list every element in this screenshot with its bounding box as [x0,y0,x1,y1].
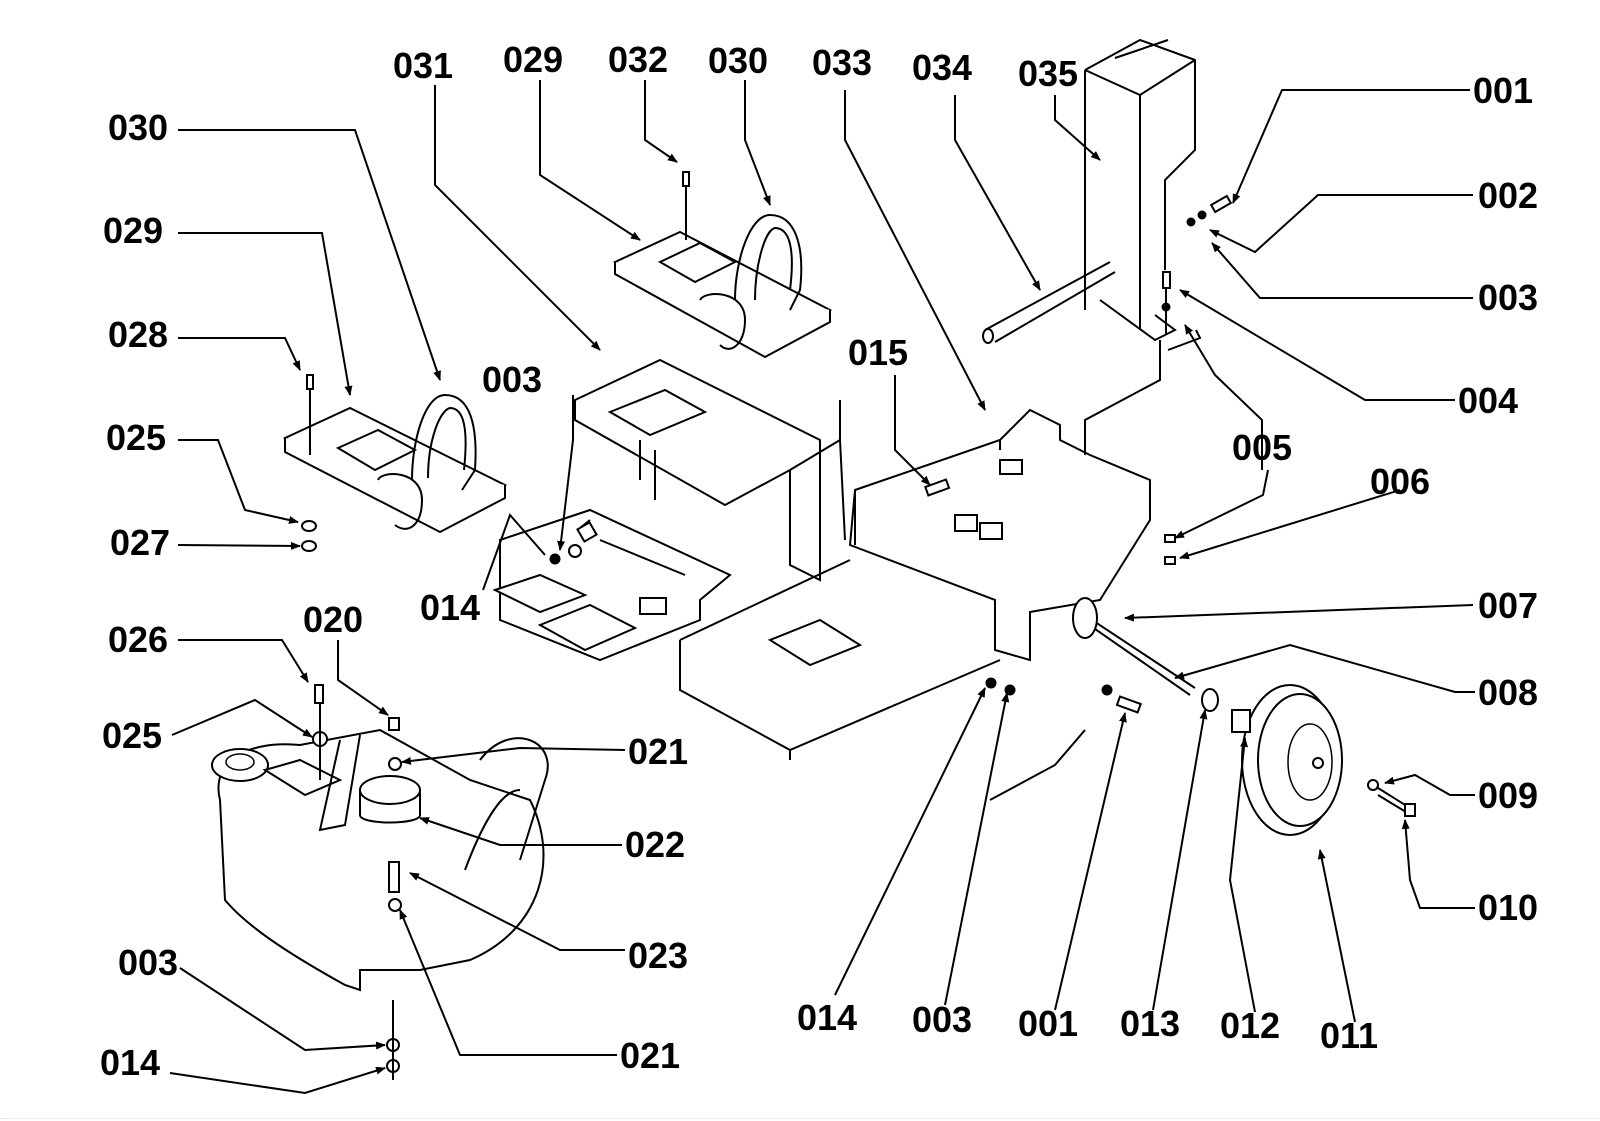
callout-013: 013 [1120,1003,1180,1044]
callout-028: 028 [108,314,168,355]
callout-033: 033 [812,42,872,83]
callout-001: 001 [1018,1003,1078,1044]
seat-right-part-029 [612,213,833,359]
callout-023: 023 [628,935,688,976]
callout-010: 010 [1478,887,1538,928]
small-hardware [301,171,1176,1080]
wheel-part-011 [1241,684,1343,836]
callout-005: 005 [1232,427,1292,468]
callout-003: 003 [1478,277,1538,318]
callout-012: 012 [1220,1005,1280,1046]
hardware-001-003-column [1161,194,1233,351]
callout-014: 014 [797,997,857,1038]
upright-column-part-035 [1084,38,1196,455]
callout-020: 020 [303,599,363,640]
callout-003: 003 [118,942,178,983]
callout-035: 035 [1018,53,1078,94]
callout-032: 032 [608,39,668,80]
callout-002: 002 [1478,175,1538,216]
seat-left-part-029 [282,393,508,534]
callout-015: 015 [848,332,908,373]
seat-bracket-part-031 [574,358,846,582]
callout-006: 006 [1370,461,1430,502]
callout-007: 007 [1478,585,1538,626]
main-frame-part-033 [679,408,1151,760]
callout-022: 022 [625,824,685,865]
bottom-border [0,1118,1600,1120]
axle-rod-part-034 [982,261,1116,344]
callout-011: 011 [1320,1015,1378,1056]
callout-labels: 001 002 003 004 005 006 007 008 009 010 … [100,39,1538,1083]
callout-030: 030 [708,40,768,81]
callout-027: 027 [110,522,170,563]
callout-029: 029 [503,39,563,80]
callout-025: 025 [106,417,166,458]
leader-lines [169,80,1475,1095]
callout-031: 031 [393,45,453,86]
callout-034: 034 [912,47,972,88]
callout-021: 021 [628,731,688,772]
mower-deck [211,728,549,992]
callout-026: 026 [108,619,168,660]
callout-025: 025 [102,715,162,756]
callout-009: 009 [1478,775,1538,816]
callout-021: 021 [620,1035,680,1076]
callout-003: 003 [482,359,542,400]
axle-shaft-part-008 [1072,597,1251,733]
wheel-bolt-parts-009-010 [1367,779,1416,817]
callout-001: 001 [1473,70,1533,111]
callout-008: 008 [1478,672,1538,713]
callout-014: 014 [100,1042,160,1083]
callout-030: 030 [108,107,168,148]
callout-029: 029 [103,210,163,251]
base-plate [492,508,732,662]
callout-004: 004 [1458,380,1518,421]
callout-014: 014 [420,587,480,628]
callout-003: 003 [912,999,972,1040]
